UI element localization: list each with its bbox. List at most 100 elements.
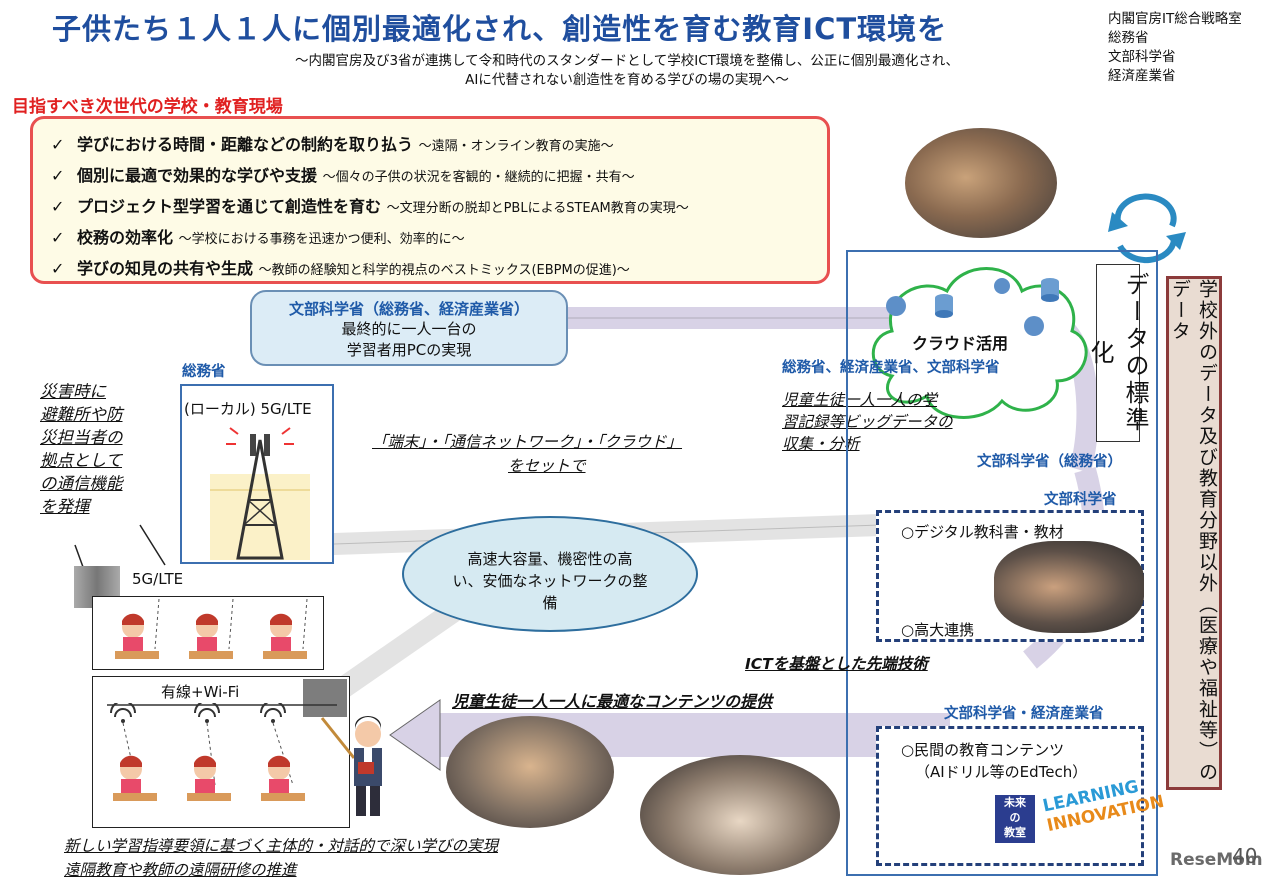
goal-item: ✓ 個別に最適で効果的な学びや支援 ～個々の子供の状況を客観的・継続的に把握・共有… <box>51 162 635 186</box>
ministry-item: 総務省 <box>1108 30 1149 46</box>
goal-item: ✓ プロジェクト型学習を通じて創造性を育む ～文理分断の脱却とPBLによるSTEA… <box>51 193 689 217</box>
students-icon <box>115 599 308 659</box>
wifi-icon <box>260 703 286 723</box>
std-ministry: 文部科学省（総務省） <box>977 454 1122 470</box>
data-standardization: データの標準化 <box>1086 264 1149 442</box>
tower-box: (ローカル) 5G/LTE <box>180 384 334 564</box>
bigdata-line: 収集・分析 <box>782 435 860 453</box>
goal-note: ～個々の子供の状況を客観的・継続的に把握・共有～ <box>322 170 635 185</box>
digital-textbook-box: ○デジタル教科書・教材 ○高大連携 <box>876 510 1144 642</box>
goal-item: ✓ 学びにおける時間・距離などの制約を取り払う ～遠隔・オンライン教育の実施～ <box>51 131 614 155</box>
classroom-photo <box>905 128 1057 238</box>
set-line-1: 「端末」・「通信ネットワーク」・「クラウド」 <box>372 433 683 451</box>
set-line-2: をセットで <box>508 457 586 475</box>
cloud-label: クラウド活用 <box>912 334 1009 353</box>
disaster-line: 災担当者の <box>40 428 123 447</box>
teacher-icon <box>320 716 382 816</box>
check-icon: ✓ <box>51 166 65 185</box>
cloud-ministries: 総務省、経済産業省、文部科学省 <box>782 360 1000 376</box>
ministry-item: 経済産業省 <box>1108 68 1176 84</box>
network-oval: 高速大容量、機密性の高 い、安価なネットワークの整 備 <box>402 516 698 632</box>
goal-main: 学びの知見の共有や生成 <box>77 259 254 278</box>
page-number: 40 <box>1232 844 1258 868</box>
edtech-item: （AIドリル等のEdTech） <box>915 763 1088 781</box>
goal-note: ～遠隔・オンライン教育の実施～ <box>418 139 614 154</box>
goal-note: ～学校における事務を迅速かつ便利、効率的に～ <box>178 232 465 247</box>
app-icon <box>994 278 1010 294</box>
ministry-list: 内閣官房IT総合戦略室 総務省 文部科学省 経済産業省 <box>1108 10 1242 86</box>
check-icon: ✓ <box>51 228 65 247</box>
cloud-shape <box>871 267 1088 419</box>
tech-frame <box>846 250 1158 876</box>
pc-pill: 文部科学省（総務省、経済産業省） 最終的に一人一台の 学習者用PCの実現 <box>250 290 568 366</box>
wired-classroom: 有線+Wi-Fi <box>92 676 350 828</box>
student-tablet-photo <box>640 755 840 875</box>
tech-ministry: 文部科学省 <box>1044 492 1117 508</box>
wifi-icon <box>194 703 220 723</box>
disaster-line: 災害時に <box>40 382 106 401</box>
goal-main: プロジェクト型学習を通じて創造性を育む <box>77 197 382 216</box>
app-icon <box>1024 316 1044 336</box>
ict-advanced-tech: ICTを基盤とした先端技術 <box>745 655 928 673</box>
tower-label: (ローカル) 5G/LTE <box>184 400 312 418</box>
digital-textbook-item: ○デジタル教科書・教材 <box>901 523 1064 541</box>
logo-jp: の <box>1009 811 1021 824</box>
check-icon: ✓ <box>51 259 65 278</box>
page-title: 子供たち１人１人に個別最適化され、創造性を育む教育ICT環境を <box>52 12 948 46</box>
subtitle-line-1: ～内閣官房及び3省が連携して令和時代のスタンダードとして学校ICT環境を整備し、… <box>294 53 960 69</box>
classroom-group-photo <box>446 716 614 828</box>
wired-label: 有線+Wi-Fi <box>161 683 240 701</box>
goal-main: 校務の効率化 <box>77 228 174 247</box>
goal-main: 学びにおける時間・距離などの制約を取り払う <box>77 135 414 154</box>
pc-pill-ministries: 文部科学省（総務省、経済産業省） <box>288 300 529 318</box>
wifi-and-students <box>107 703 337 801</box>
pc-pill-line: 学習者用PCの実現 <box>346 341 472 359</box>
cell-tower-icon <box>210 427 310 560</box>
check-icon: ✓ <box>51 135 65 154</box>
goals-heading: 目指すべき次世代の学校・教育現場 <box>12 97 283 117</box>
logo-jp: 未来 <box>1004 796 1026 809</box>
optimal-contents: 児童生徒一人一人に最適なコンテンツの提供 <box>452 692 773 711</box>
disaster-line: の通信機能 <box>40 474 123 493</box>
disaster-line: を発揮 <box>40 497 90 516</box>
tech-ministry-2: 文部科学省・経済産業省 <box>944 706 1104 722</box>
goal-note: ～教師の経験知と科学的視点のベストミックス(EBPMの促進)～ <box>258 263 630 278</box>
goals-box: ✓ 学びにおける時間・距離などの制約を取り払う ～遠隔・オンライン教育の実施～ ✓… <box>30 116 830 284</box>
router-block <box>303 679 347 717</box>
bigdata-line: 児童生徒一人一人の学 <box>782 391 938 409</box>
ministry-item: 文部科学省 <box>1108 49 1176 65</box>
bottom-line-2: 遠隔教育や教師の遠隔研修の推進 <box>64 861 297 879</box>
oval-line: 備 <box>542 594 558 612</box>
disaster-line: 拠点として <box>40 451 123 470</box>
lte-label: 5G/LTE <box>132 570 184 588</box>
students-tablet-photo <box>994 541 1144 633</box>
subtitle-line-2: AIに代替されない創造性を育める学びの場の実現へ～ <box>465 72 789 88</box>
private-contents-item: ○民間の教育コンテンツ <box>901 741 1065 759</box>
cycle-arrow-icon <box>1114 193 1177 228</box>
network-ministry: 総務省 <box>182 364 226 380</box>
page-subtitle: ～内閣官房及び3省が連携して令和時代のスタンダードとして学校ICT環境を整備し、… <box>232 52 1022 90</box>
database-icon <box>935 294 953 318</box>
goal-note: ～文理分断の脱却とPBLによるSTEAM教育の実現～ <box>386 201 689 216</box>
goal-main: 個別に最適で効果的な学びや支援 <box>77 166 318 185</box>
check-icon: ✓ <box>51 197 65 216</box>
app-icon <box>886 296 906 316</box>
pc-pill-line: 最終的に一人一台の <box>341 320 477 338</box>
goal-item: ✓ 学びの知見の共有や生成 ～教師の経験知と科学的視点のベストミックス(EBPMの… <box>51 255 630 279</box>
ministry-item: 内閣官房IT総合戦略室 <box>1108 11 1242 27</box>
disaster-line: 避難所や防 <box>40 405 123 424</box>
logo-jp: 教室 <box>1004 826 1026 839</box>
bigdata-text: 児童生徒一人一人の学 習記録等ビッグデータの 収集・分析 <box>782 388 953 454</box>
bigdata-line: 習記録等ビッグデータの <box>782 413 953 431</box>
goal-item: ✓ 校務の効率化 ～学校における事務を迅速かつ便利、効率的に～ <box>51 224 465 248</box>
future-classroom-logo: 未来 の 教室 <box>995 795 1035 843</box>
private-contents-box: ○民間の教育コンテンツ （AIドリル等のEdTech） 未来 の 教室 LEAR… <box>876 726 1166 866</box>
oval-line: 高速大容量、機密性の高 <box>467 550 633 568</box>
disaster-text: 災害時に 避難所や防 災担当者の 拠点として の通信機能 を発揮 <box>40 380 123 518</box>
bottom-line-1: 新しい学習指導要領に基づく主体的・対話的で深い学びの実現 <box>64 837 499 855</box>
database-icon <box>1041 278 1059 302</box>
watermark: ReseMom <box>1170 850 1263 870</box>
oval-line: い、安価なネットワークの整 <box>452 572 648 590</box>
outside-data-band: 学校外のデータ及び教育分野以外（医療や福祉等）のデータ <box>1166 276 1222 790</box>
wifi-icon <box>110 703 136 723</box>
